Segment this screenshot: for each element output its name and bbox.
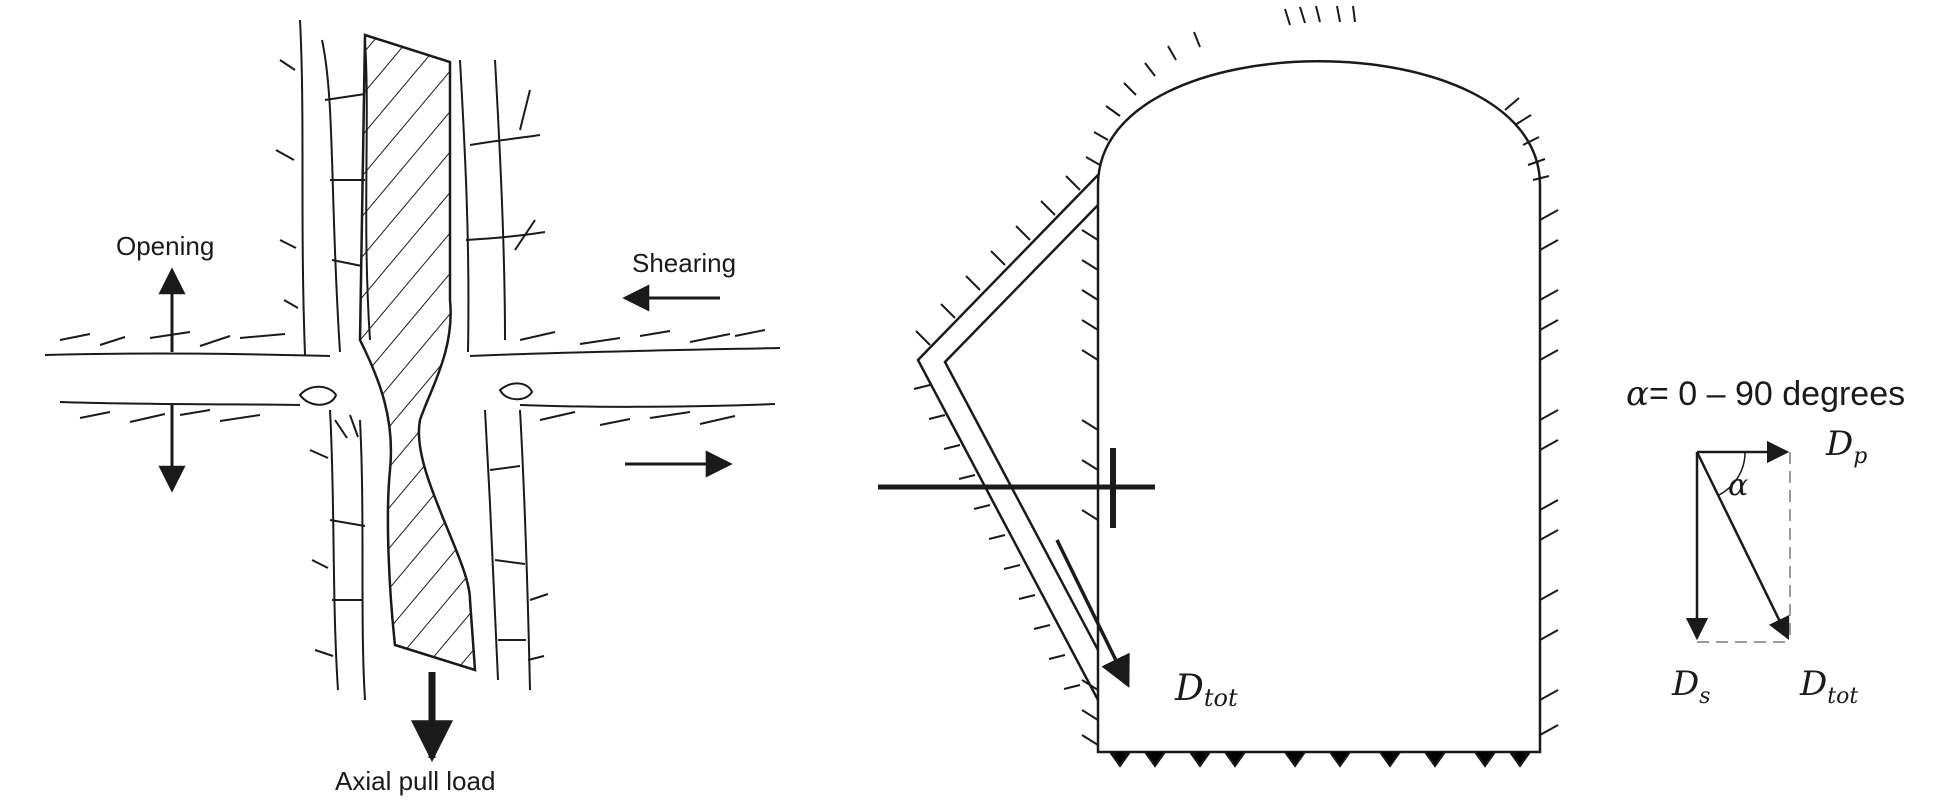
wedge-block [916, 174, 1100, 701]
shearing-label: Shearing [632, 248, 736, 278]
floor-hatch [1109, 751, 1531, 768]
rock-blocks-lower [309, 409, 366, 701]
dtot-label-right: Dtot [1799, 664, 1858, 709]
rock-blocks-upper-right [459, 59, 546, 353]
rock-joint-upper [44, 329, 781, 357]
roof-hatch [1085, 5, 1550, 181]
tunnel-wedge-diagram: Dtot [878, 5, 1559, 768]
right-wall-hatch [1539, 209, 1559, 736]
opening-label: Opening [116, 231, 214, 261]
rock-blocks-upper [275, 19, 371, 356]
alpha-range-label: α= 0 – 90 degrees [1626, 374, 1905, 414]
alpha-angle-label: α [1728, 468, 1748, 503]
vector-decomposition: α= 0 – 90 degrees α Dp Ds Dtot [1626, 374, 1905, 709]
alpha-arc [1718, 451, 1746, 496]
dtot-label-middle: Dtot [1174, 668, 1238, 712]
wedge-hatch [913, 175, 1081, 690]
bolt-body [358, 33, 477, 672]
dtot-arrow [1055, 539, 1130, 688]
ds-label: Ds [1671, 664, 1711, 709]
rock-blocks-lower-right [484, 409, 549, 691]
dp-label: Dp [1825, 424, 1867, 469]
tunnel-outline [1096, 60, 1542, 754]
dtot-vector [1695, 451, 1790, 641]
rock-bolt-joint-sketch: Opening Shearing Axial pull load [44, 19, 781, 796]
axial-pull-label: Axial pull load [335, 766, 495, 796]
rock-joint-lower [59, 401, 776, 426]
crushed-zone [298, 382, 534, 439]
